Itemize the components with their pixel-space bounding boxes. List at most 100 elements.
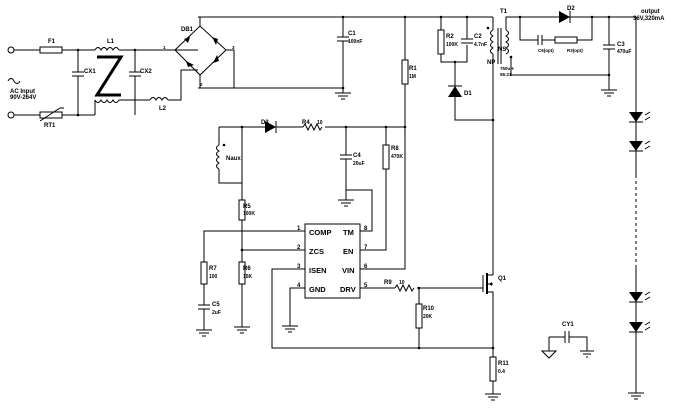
- ground-symbol: [338, 199, 354, 207]
- r9-value: 10: [399, 280, 405, 286]
- thermistor-slash: [39, 107, 64, 122]
- secondary-winding: [505, 29, 509, 55]
- output-section: output 36V,320mA D2 C6(opt) R3(opt) C3 4…: [505, 6, 665, 400]
- chassis-ground-icon: [540, 350, 558, 359]
- db1-pin1: 1: [163, 45, 166, 50]
- tm-wire: [346, 189, 373, 232]
- r10-label: R10: [423, 306, 435, 312]
- r4-value: 10: [317, 120, 323, 126]
- ic-ground: [282, 287, 305, 333]
- ground-symbol: [196, 329, 212, 337]
- primary-winding: [490, 29, 494, 55]
- ground-symbol: [485, 381, 501, 401]
- q1-arrow: [489, 282, 492, 286]
- junction-dot: [341, 86, 345, 90]
- ic-pin5-num: 5: [364, 283, 368, 289]
- junction-dot: [133, 48, 137, 52]
- led-4: [629, 321, 651, 333]
- l1-top-coil: [94, 47, 120, 51]
- l1-bottom-coil: [94, 99, 120, 103]
- ic-pin1-name: COMP: [309, 228, 332, 237]
- wire: [218, 169, 242, 184]
- snubber-network: R2 100K C2 4.7nF D1: [437, 17, 495, 122]
- r2-value: 100K: [446, 42, 458, 48]
- db1-label: DB1: [181, 27, 194, 33]
- r9-label: R9: [384, 280, 392, 286]
- aux-supply: D3 R4 10 Naux C4 20uF R8 470K: [216, 120, 405, 251]
- db1-pin3: 3: [232, 45, 235, 50]
- aux-winding: [216, 144, 220, 170]
- t1-label: T1: [500, 9, 508, 15]
- ac-input-label-line2: 90V-264V: [10, 95, 36, 101]
- d3-diode-body: [265, 121, 276, 133]
- cy1-capacitor-group: CY1: [540, 322, 594, 359]
- ic-pin8-name: TM: [343, 228, 354, 237]
- ic-pin7-name: EN: [343, 247, 353, 256]
- l2-label: L2: [159, 106, 167, 112]
- wire: [505, 16, 559, 30]
- f1-label: F1: [48, 39, 56, 45]
- c4-capacitor: [340, 127, 352, 200]
- hv-rail: C1 100nF R1 1M: [198, 15, 493, 270]
- r5-label: R5: [243, 204, 251, 210]
- dot-marker: [222, 143, 226, 147]
- r7-label: R7: [209, 266, 217, 272]
- ic-pin8-num: 8: [364, 226, 368, 232]
- r1-value: 1M: [409, 74, 416, 80]
- cy1-label: CY1: [562, 322, 574, 328]
- ground-symbol: [234, 284, 250, 334]
- ic-pin7-num: 7: [364, 245, 368, 251]
- ac-input-label-line1: AC Input: [10, 89, 35, 95]
- isen-wire: [271, 268, 493, 349]
- np-label: NP: [487, 60, 495, 66]
- c6-label: C6(opt): [538, 48, 554, 53]
- cx1-label: CX1: [84, 69, 96, 75]
- wire: [198, 49, 235, 89]
- ns-label: NS: [498, 47, 506, 53]
- c5-label: C5: [212, 302, 220, 308]
- d2-diode-body: [559, 11, 570, 23]
- q1-label: Q1: [498, 276, 507, 282]
- dot-marker: [486, 26, 490, 30]
- ground-symbol: [601, 89, 617, 97]
- wire: [510, 57, 609, 76]
- controller-ic: COMP ZCS ISEN GND TM EN VIN DRV 1 2 3 4 …: [271, 223, 495, 350]
- d1-label: D1: [464, 91, 472, 97]
- t1-inductance: 750uH: [500, 66, 514, 71]
- r10-resistor: [415, 303, 423, 329]
- c5-capacitor: [198, 284, 210, 330]
- output-label-line2: 36V,320mA: [633, 16, 665, 22]
- c6-capacitor: [519, 17, 555, 45]
- c1-label: C1: [348, 31, 356, 37]
- ic-pin3-num: 3: [297, 264, 301, 270]
- ic-pin3-name: ISEN: [309, 266, 327, 275]
- ic-pin4-name: GND: [309, 285, 326, 294]
- c1-capacitor: [337, 17, 349, 93]
- r5-resistor: [238, 199, 246, 221]
- thermistor-body: [39, 111, 63, 119]
- bridge-diode-arrows: [184, 37, 219, 67]
- c2-capacitor: [461, 17, 473, 44]
- c3-label: C3: [617, 42, 625, 48]
- wire: [454, 97, 493, 121]
- r9-resistor: [394, 283, 415, 293]
- led-1: [629, 111, 651, 123]
- t1-ratio: 56:21: [500, 72, 512, 77]
- ac-input-section: AC Input 90V-264V F1 RT1 CX1 L1 CX2 L2: [7, 39, 198, 129]
- wire: [198, 16, 201, 26]
- ic-body: [304, 223, 361, 299]
- c3-value: 470uF: [617, 49, 631, 55]
- led-3: [629, 291, 651, 303]
- ic-pin1-num: 1: [297, 226, 301, 232]
- c2-value: 4.7nF: [474, 42, 487, 48]
- cx1-capacitor: [72, 50, 84, 115]
- r3-resistor: [554, 36, 578, 44]
- r1-label: R1: [409, 66, 417, 72]
- r10-value: 20K: [423, 314, 433, 320]
- r6-label: R6: [243, 266, 251, 272]
- r4-label: R4: [302, 120, 310, 126]
- r3-label: R3(opt): [567, 48, 583, 53]
- ic-pin6-num: 6: [364, 264, 368, 270]
- c4-value: 20uF: [353, 161, 365, 167]
- ic-pin6-name: VIN: [342, 266, 355, 275]
